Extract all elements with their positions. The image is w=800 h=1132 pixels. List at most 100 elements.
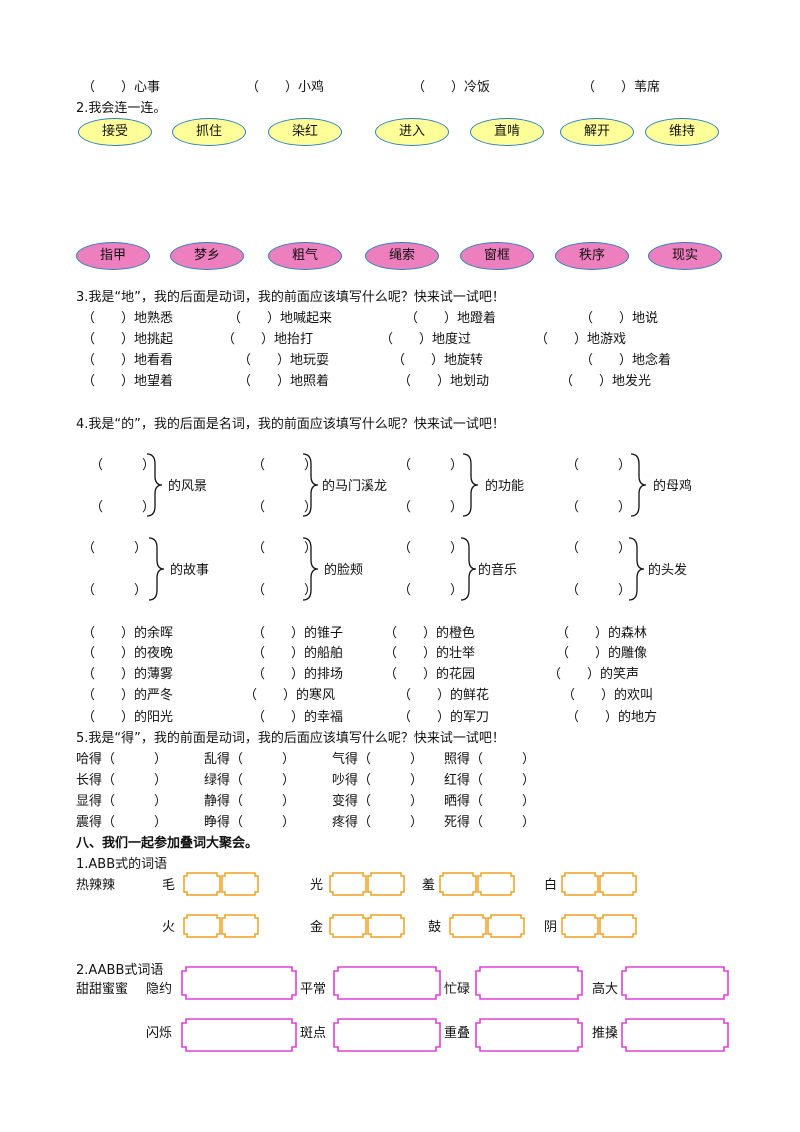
word-oval[interactable]: 绳索 [365,242,439,270]
abb-answer-box[interactable] [328,914,406,938]
question-title: 4.我是“的”，我的后面是名词，我的前面应该填写什么呢？快来试一试吧！ [76,417,505,432]
abb-answer-box[interactable] [182,872,260,896]
brace-icon [302,453,319,517]
fill-item: （ ）地挑起 [82,332,174,347]
abb-char: 金 [310,920,324,935]
abb-char: 火 [162,920,176,935]
blank-paren[interactable]: （ ） [398,458,464,473]
blank-paren[interactable]: （ ） [90,500,156,515]
blank-paren[interactable]: （ ） [252,583,318,598]
fill-item: 静得（ ） [204,794,296,809]
q4-noun: 的故事 [170,563,210,578]
question-title: 2.我会连一连。 [76,101,167,116]
abb-answer-box[interactable] [560,914,638,938]
blank-paren[interactable]: （ ） [566,541,632,556]
fill-item: （ ）的森林 [556,626,648,641]
abb-char: 阴 [544,920,558,935]
blank-paren[interactable]: （ ） [566,583,632,598]
blank-paren[interactable]: （ ） [398,583,464,598]
aabb-answer-box[interactable] [620,966,730,1000]
abb-answer-box[interactable] [328,872,406,896]
brace-icon [630,453,647,517]
section-title: 八、我们一起参加叠词大聚会。 [76,836,259,851]
word-oval[interactable]: 抓住 [172,118,246,146]
word-oval[interactable]: 现实 [648,242,722,270]
q4-noun: 的脸颊 [324,563,364,578]
word-oval[interactable]: 窗框 [460,242,534,270]
question-title: 3.我是“地”，我的后面是动词，我的前面应该填写什么呢？快来试一试吧！ [76,290,505,305]
blank-paren[interactable]: （ ） [566,500,632,515]
fill-item: （ ）地抬打 [222,332,314,347]
fill-item: （ ）的橙色 [384,626,476,641]
fill-item: 显得（ ） [76,794,168,809]
fill-item: 死得（ ） [444,815,536,830]
aabb-answer-box[interactable] [180,1018,298,1052]
word-oval[interactable]: 粗气 [268,242,342,270]
blank-paren[interactable]: （ ） [82,583,148,598]
aabb-answer-box[interactable] [620,1018,730,1052]
word-oval[interactable]: 进入 [375,118,449,146]
aabb-word: 高大 [592,982,619,997]
aabb-answer-box[interactable] [332,966,442,1000]
aabb-word: 推搡 [592,1026,619,1041]
q4-noun: 的马门溪龙 [322,479,388,494]
abb-answer-box[interactable] [182,914,260,938]
fill-item: 哈得（ ） [76,752,168,767]
brace-icon [460,537,477,601]
fill-item: （ ）地划动 [398,374,490,389]
blank-paren[interactable]: （ ） [82,541,148,556]
word-oval[interactable]: 梦乡 [170,242,244,270]
fill-item: 震得（ ） [76,815,168,830]
aabb-answer-box[interactable] [474,966,584,1000]
subsection-title: 2.AABB式词语 [76,963,164,978]
fill-item: （ ）地念着 [580,353,672,368]
brace-icon [302,537,319,601]
fill-item: 吵得（ ） [332,773,424,788]
blank-paren[interactable]: （ ） [398,541,464,556]
abb-char: 白 [544,878,558,893]
fill-item: 照得（ ） [444,752,536,767]
fill-item: 疼得（ ） [332,815,424,830]
aabb-answer-box[interactable] [180,966,298,1000]
fill-item: （ ）的寒风 [244,688,336,703]
fill-item: （ ）地喊起来 [228,311,333,326]
word-oval[interactable]: 直啃 [470,118,544,146]
q4-noun: 的风景 [168,479,208,494]
aabb-word: 忙碌 [444,982,471,997]
abb-answer-box[interactable] [438,872,516,896]
fill-item: （ ）苇席 [582,80,661,95]
fill-item: 绿得（ ） [204,773,296,788]
word-oval[interactable]: 指甲 [76,242,150,270]
abb-answer-box[interactable] [560,872,638,896]
fill-item: （ ）的阳光 [82,710,174,725]
blank-paren[interactable]: （ ） [398,500,464,515]
fill-item: （ ）地玩耍 [238,353,330,368]
q4-noun: 的母鸡 [653,479,693,494]
aabb-answer-box[interactable] [474,1018,584,1052]
word-oval[interactable]: 解开 [560,118,634,146]
fill-item: （ ）地说 [580,311,659,326]
abb-char: 羞 [422,878,436,893]
fill-item: （ ）心事 [82,80,161,95]
blank-paren[interactable]: （ ） [566,458,632,473]
word-oval[interactable]: 维持 [645,118,719,146]
fill-item: （ ）地游戏 [535,332,627,347]
fill-item: （ ）的雕像 [556,646,648,661]
aabb-answer-box[interactable] [332,1018,442,1052]
blank-paren[interactable]: （ ） [252,500,318,515]
fill-item: （ ）的笑声 [548,667,640,682]
fill-item: （ ）的严冬 [82,688,174,703]
blank-paren[interactable]: （ ） [252,541,318,556]
blank-paren[interactable]: （ ） [90,458,156,473]
subsection-title: 1.ABB式的词语 [76,857,168,872]
brace-icon [148,537,165,601]
word-oval[interactable]: 秩序 [555,242,629,270]
fill-item: （ ）的壮举 [384,646,476,661]
blank-paren[interactable]: （ ） [252,458,318,473]
word-oval[interactable]: 染红 [268,118,342,146]
fill-item: （ ）地熟悉 [82,311,174,326]
fill-item: （ ）的地方 [566,710,658,725]
word-oval[interactable]: 接受 [78,118,152,146]
abb-answer-box[interactable] [448,914,526,938]
brace-icon [462,453,479,517]
